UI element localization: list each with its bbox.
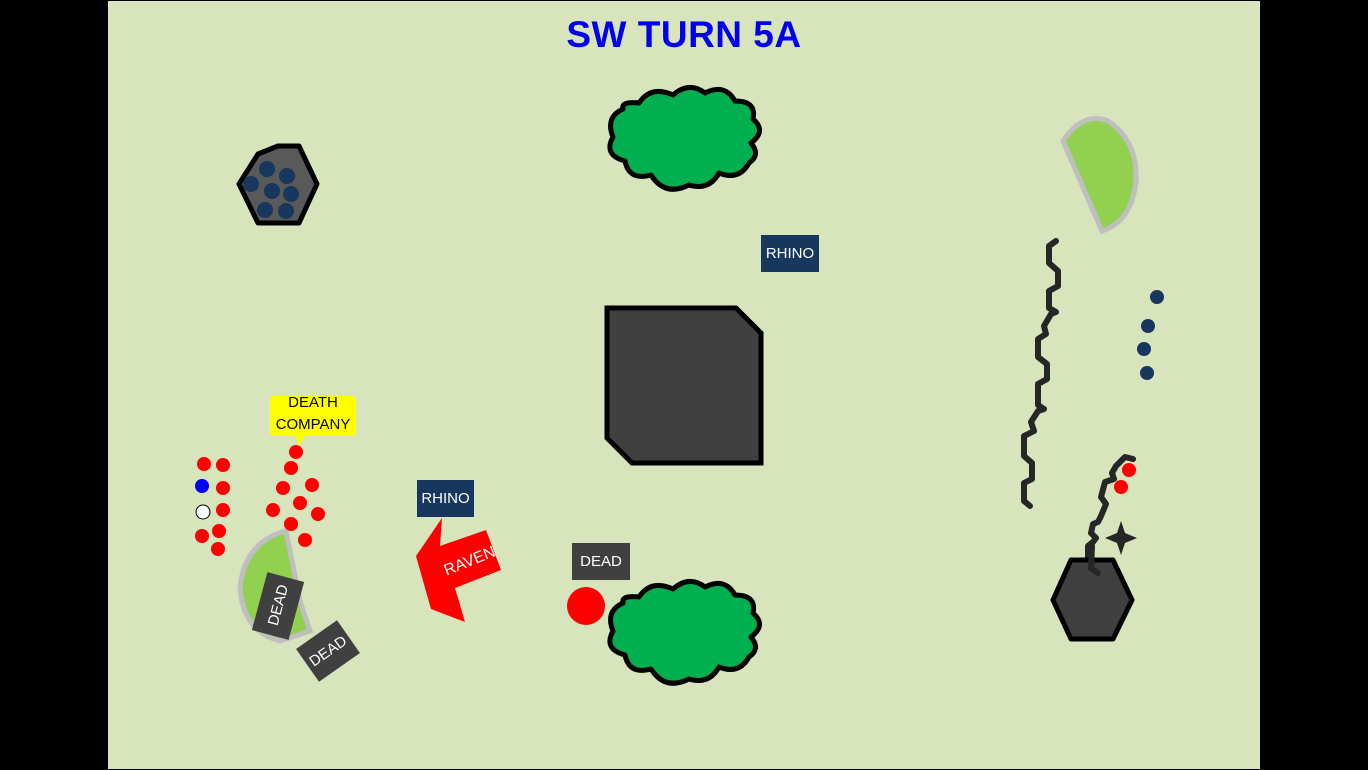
death-company-callout-text: DEATH COMPANY [275, 394, 351, 433]
navy-model [278, 203, 294, 219]
red-model [293, 496, 307, 510]
white-model [195, 504, 211, 520]
navy-model [1141, 319, 1155, 333]
blue-model [195, 479, 209, 493]
red-squad-right [1114, 463, 1136, 494]
rhino-label-top: RHINO [761, 235, 819, 272]
dead-text: DEAD [264, 582, 292, 628]
dead-text: DEAD [580, 553, 622, 570]
objective-marker-icon [1105, 521, 1137, 555]
red-model [1122, 463, 1136, 477]
red-model [311, 507, 325, 521]
death-company-squad [266, 445, 325, 547]
red-model [211, 542, 225, 556]
game-board [108, 1, 1260, 769]
barricade-into-hex [1087, 543, 1101, 576]
navy-squad-right [1137, 290, 1164, 380]
rhino-text: RHINO [421, 490, 470, 507]
navy-model [279, 168, 295, 184]
navy-model [243, 176, 259, 192]
board-map [195, 85, 1164, 686]
red-model [1114, 480, 1128, 494]
red-model [276, 481, 290, 495]
raven-arrow [416, 518, 501, 622]
navy-model [264, 183, 280, 199]
hex-terrain-top-left [236, 143, 320, 226]
red-model [284, 517, 298, 531]
navy-model [1150, 290, 1164, 304]
red-model [298, 533, 312, 547]
navy-squad-in-hex [243, 161, 299, 219]
navy-model [257, 202, 273, 218]
red-model [289, 445, 303, 459]
navy-model [1137, 342, 1151, 356]
hill-top-right [1060, 116, 1139, 235]
hex-terrain-bottom-right [1050, 557, 1135, 642]
navy-model [1140, 366, 1154, 380]
red-model [305, 478, 319, 492]
rhino-label-left: RHINO [417, 480, 474, 517]
central-building [604, 305, 764, 466]
rhino-text: RHINO [765, 245, 815, 262]
forest-bottom [607, 579, 762, 686]
dead-marker-hill [251, 572, 305, 640]
dead-label-center: DEAD [572, 543, 630, 580]
red-model [197, 457, 211, 471]
red-model [266, 503, 280, 517]
page-title: SW TURN 5A [566, 14, 802, 55]
red-squad-left [195, 457, 230, 556]
red-model [216, 503, 230, 517]
navy-model [259, 161, 275, 177]
red-model [195, 529, 209, 543]
red-model [216, 458, 230, 472]
red-model [216, 481, 230, 495]
red-model [212, 524, 226, 538]
navy-model [283, 186, 299, 202]
barricade-right [1021, 238, 1061, 509]
death-company-callout [270, 396, 356, 446]
red-model [284, 461, 298, 475]
red-large-model [567, 587, 605, 625]
dead-marker-bottom [296, 620, 360, 682]
forest-top [607, 85, 762, 192]
